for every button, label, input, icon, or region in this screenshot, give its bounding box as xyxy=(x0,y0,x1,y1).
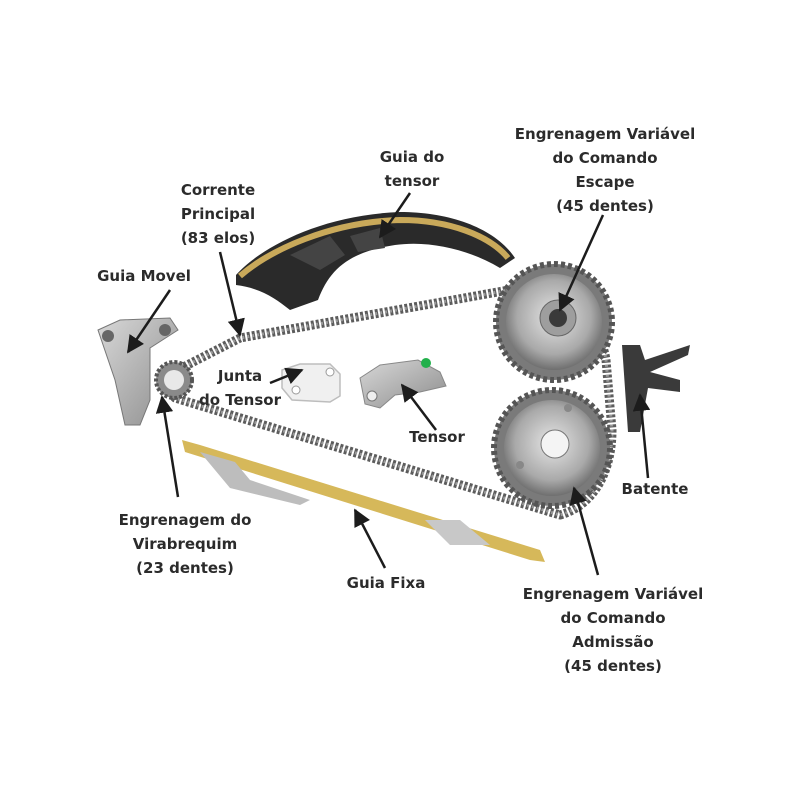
label-engrenagem-admissao: Engrenagem Variável do Comando Admissão … xyxy=(522,585,704,675)
arrow-corrente xyxy=(218,251,245,337)
label-guia-movel: Guia Movel xyxy=(97,267,191,285)
label-batente: Batente xyxy=(621,480,689,498)
label-guia-fixa: Guia Fixa xyxy=(346,574,426,592)
crankshaft-sprocket xyxy=(154,360,194,400)
arrow-batente xyxy=(632,393,651,479)
intake-cam-gear xyxy=(491,387,613,509)
fixed-guide-part xyxy=(182,440,545,562)
label-junta-do-tensor: Junta do Tensor xyxy=(199,367,281,409)
label-guia-do-tensor: Guia do tensor xyxy=(379,148,445,190)
arrow-tensor xyxy=(400,383,437,431)
exhaust-cam-gear xyxy=(493,261,615,383)
label-corrente-principal: Corrente Principal (83 elos) xyxy=(180,181,256,247)
arrow-engrenagem-escape xyxy=(558,214,605,312)
label-engrenagem-virabrequim: Engrenagem do Virabrequim (23 dentes) xyxy=(118,511,252,577)
arrow-engrenagem-admissao xyxy=(569,486,600,576)
callout-arrows xyxy=(126,192,651,576)
label-engrenagem-escape: Engrenagem Variável do Comando Escape (4… xyxy=(514,125,696,215)
arrow-guia-movel xyxy=(126,289,172,354)
arrow-junta-tensor xyxy=(269,367,304,385)
tensioner-part xyxy=(359,358,447,409)
tensioner-guide-part xyxy=(236,212,515,310)
arrow-virabrequim xyxy=(155,395,180,498)
label-tensor: Tensor xyxy=(409,428,465,446)
arrow-guia-tensor xyxy=(378,192,412,239)
arrow-guia-fixa xyxy=(353,508,387,569)
stop-bracket-part xyxy=(622,345,690,432)
movable-guide-part xyxy=(97,317,179,426)
